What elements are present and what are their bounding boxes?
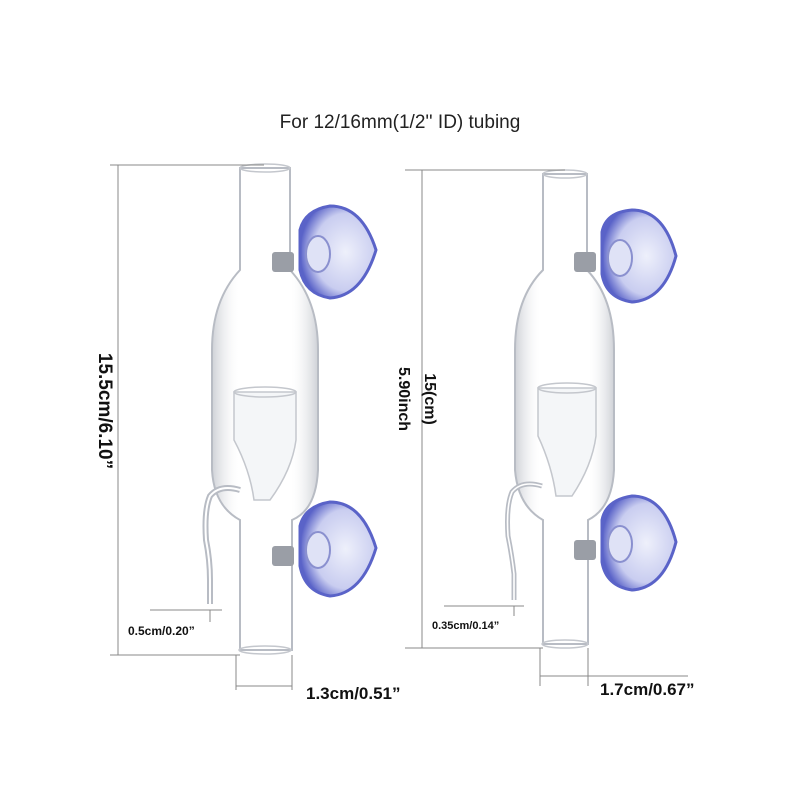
right-diffuser	[505, 169, 678, 649]
right-nozzle-label: 0.35cm/0.14”	[432, 620, 500, 632]
left-height-label: 15.5cm/6.10”	[94, 352, 115, 470]
right-height-label-inch: 5.90inch	[395, 366, 412, 432]
right-width-label: 1.7cm/0.67”	[600, 680, 695, 699]
left-diffuser	[202, 163, 378, 655]
left-width-label: 1.3cm/0.51”	[306, 684, 401, 703]
right-dimension-lines	[405, 169, 688, 686]
left-dimension-lines	[110, 164, 293, 690]
upper-suction-cup-icon	[574, 208, 678, 304]
page-title: For 12/16mm(1/2'' ID) tubing	[279, 112, 521, 133]
lower-suction-cup-icon	[574, 494, 678, 592]
lower-suction-cup-icon	[272, 500, 378, 598]
upper-suction-cup-icon	[272, 204, 378, 300]
right-height-label-cm: 15(cm)	[421, 373, 438, 425]
left-nozzle-label: 0.5cm/0.20”	[128, 624, 195, 638]
